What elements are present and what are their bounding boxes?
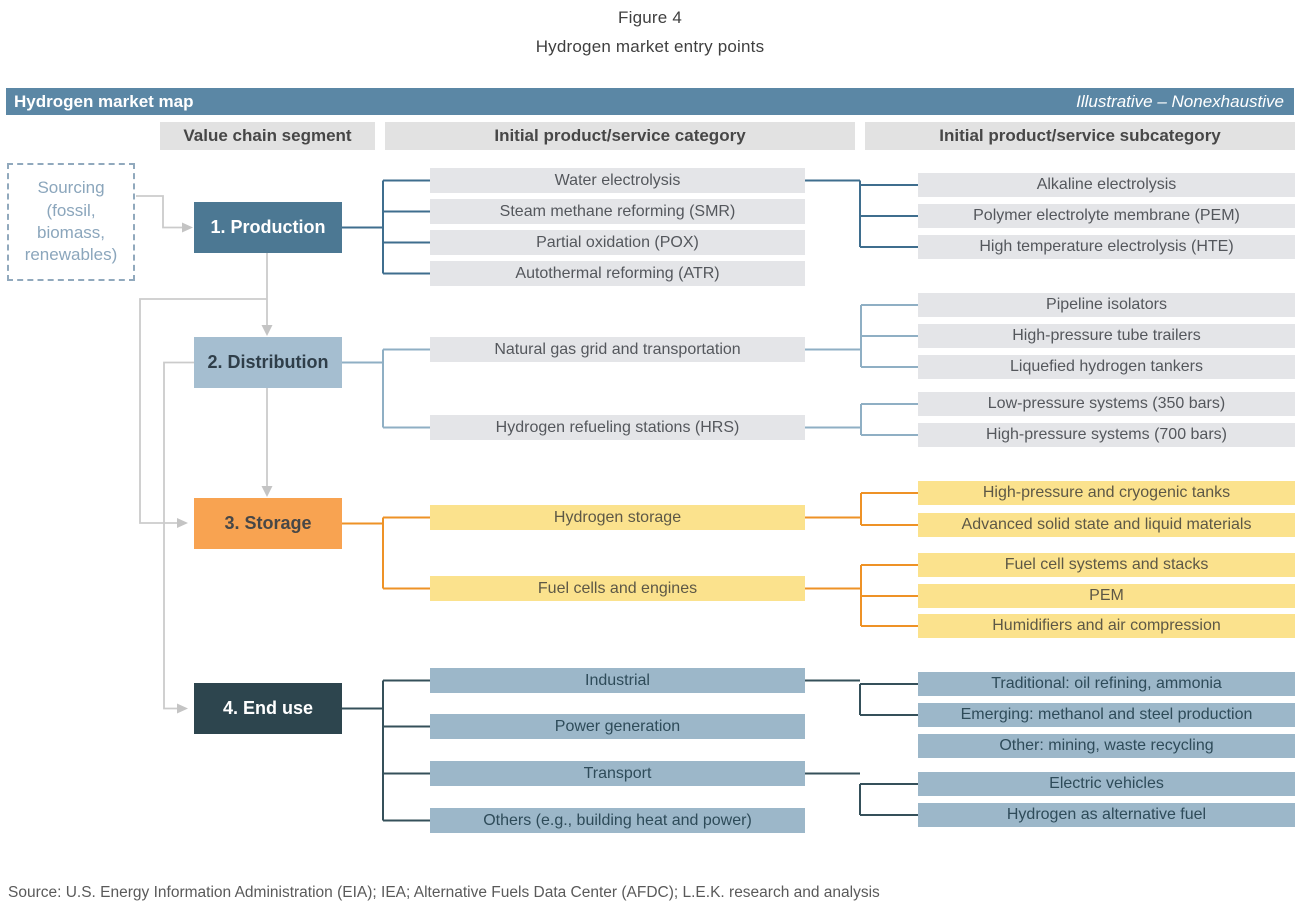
banner-note: Illustrative – Nonexhaustive: [1076, 91, 1284, 111]
banner-title: Hydrogen market map: [14, 91, 194, 111]
segment-enduse: 4. End use: [194, 683, 342, 734]
category-water-electrolysis: Water electrolysis: [430, 168, 805, 193]
subcategory-alkaline-electrolysis: Alkaline electrolysis: [918, 173, 1295, 197]
subcategory-cryogenic-tanks: High-pressure and cryogenic tanks: [918, 481, 1295, 505]
subcategory-emerging-industrial: Emerging: methanol and steel production: [918, 703, 1295, 727]
subcategory-low-pressure-systems: Low-pressure systems (350 bars): [918, 392, 1295, 416]
segment-production: 1. Production: [194, 202, 342, 253]
column-header-segment: Value chain segment: [160, 122, 375, 150]
subcategory-liquefied-tankers: Liquefied hydrogen tankers: [918, 355, 1295, 379]
category-hrs: Hydrogen refueling stations (HRS): [430, 415, 805, 440]
subcategory-pipeline-isolators: Pipeline isolators: [918, 293, 1295, 317]
subcategory-solid-state-materials: Advanced solid state and liquid material…: [918, 513, 1295, 537]
flow-arrow-production: [182, 222, 193, 233]
flow-arrow-distribution: [261, 325, 273, 336]
segment-storage: 3. Storage: [194, 498, 342, 549]
column-header-category: Initial product/service category: [385, 122, 855, 150]
subcategory-fuel-cell-stacks: Fuel cell systems and stacks: [918, 553, 1295, 577]
category-natural-gas-grid: Natural gas grid and transportation: [430, 337, 805, 362]
category-atr: Autothermal reforming (ATR): [430, 261, 805, 286]
subcategory-hte: High temperature electrolysis (HTE): [918, 235, 1295, 259]
subcategory-hydrogen-alt-fuel: Hydrogen as alternative fuel: [918, 803, 1295, 827]
category-transport: Transport: [430, 761, 805, 786]
flow-arrow-enduse-left: [177, 703, 188, 714]
connector-enduse: [342, 679, 918, 822]
subcategory-pem-membrane: Polymer electrolyte membrane (PEM): [918, 204, 1295, 228]
connector-distribution: [342, 304, 918, 436]
flow-arrow-storage-top: [261, 486, 273, 497]
category-others: Others (e.g., building heat and power): [430, 808, 805, 833]
figure-title: Hydrogen market entry points: [535, 37, 765, 56]
subcategory-humidifiers: Humidifiers and air compression: [918, 614, 1295, 638]
sourcing-box: Sourcing (fossil, biomass, renewables): [7, 163, 135, 281]
flow-arrow-storage-left: [177, 518, 188, 528]
flow-lines: [136, 195, 268, 710]
subcategory-pem: PEM: [918, 584, 1295, 608]
subcategory-traditional-industrial: Traditional: oil refining, ammonia: [918, 672, 1295, 696]
category-fuel-cells-engines: Fuel cells and engines: [430, 576, 805, 601]
connector-production: [342, 179, 918, 275]
map-banner: Hydrogen market map Illustrative – Nonex…: [6, 88, 1294, 115]
subcategory-electric-vehicles: Electric vehicles: [918, 772, 1295, 796]
connector-storage: [342, 492, 918, 627]
subcategory-tube-trailers: High-pressure tube trailers: [918, 324, 1295, 348]
figure-number: Figure 4: [618, 8, 682, 27]
category-smr: Steam methane reforming (SMR): [430, 199, 805, 224]
subcategory-other-industrial: Other: mining, waste recycling: [918, 734, 1295, 758]
category-hydrogen-storage: Hydrogen storage: [430, 505, 805, 530]
source-note: Source: U.S. Energy Information Administ…: [8, 884, 880, 901]
category-industrial: Industrial: [430, 668, 805, 693]
segment-distribution: 2. Distribution: [194, 337, 342, 388]
category-pox: Partial oxidation (POX): [430, 230, 805, 255]
subcategory-high-pressure-systems: High-pressure systems (700 bars): [918, 423, 1295, 447]
category-power-generation: Power generation: [430, 714, 805, 739]
column-header-subcategory: Initial product/service subcategory: [865, 122, 1295, 150]
